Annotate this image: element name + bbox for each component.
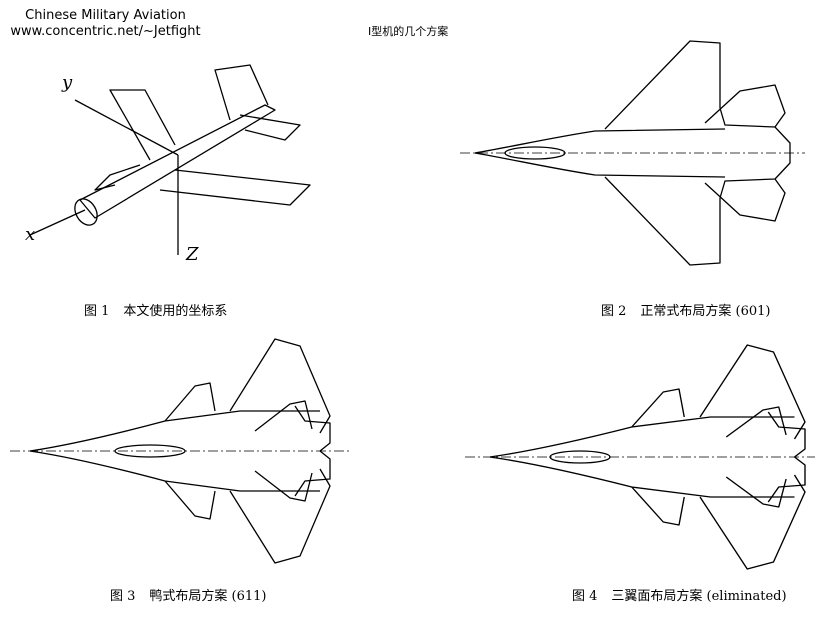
- site-header: Chinese Military Aviation www.concentric…: [8, 8, 203, 40]
- page-title: I型机的几个方案: [368, 25, 449, 38]
- figure-4-caption: 图 4 三翼面布局方案 (eliminated): [572, 585, 787, 604]
- caption-text: 正常式布局方案 (601): [640, 304, 771, 319]
- figure-1-drawing: y x Z: [25, 64, 311, 265]
- caption-text: 本文使用的坐标系: [123, 304, 228, 319]
- figure-1-caption: 图 1 本文使用的坐标系: [84, 300, 227, 319]
- figure-3-drawing: [10, 338, 350, 564]
- figure-number: 图 4: [572, 589, 598, 604]
- figure-4-drawing: [465, 344, 815, 570]
- axis-y-label: y: [61, 72, 73, 93]
- axis-x-label: x: [25, 224, 35, 245]
- caption-text: 三翼面布局方案 (eliminated): [611, 589, 787, 604]
- site-url[interactable]: www.concentric.net/~Jetfight: [10, 24, 201, 39]
- figure-2-drawing: [460, 40, 805, 266]
- figure-2-caption: 图 2 正常式布局方案 (601): [601, 300, 771, 319]
- figure-number: 图 1: [84, 304, 110, 319]
- figure-number: 图 3: [110, 589, 136, 604]
- caption-text: 鸭式布局方案 (611): [149, 589, 267, 604]
- figure-number: 图 2: [601, 304, 627, 319]
- axis-z-label: Z: [185, 244, 199, 265]
- site-name: Chinese Military Aviation: [25, 8, 186, 23]
- figure-3-caption: 图 3 鸭式布局方案 (611): [110, 585, 267, 604]
